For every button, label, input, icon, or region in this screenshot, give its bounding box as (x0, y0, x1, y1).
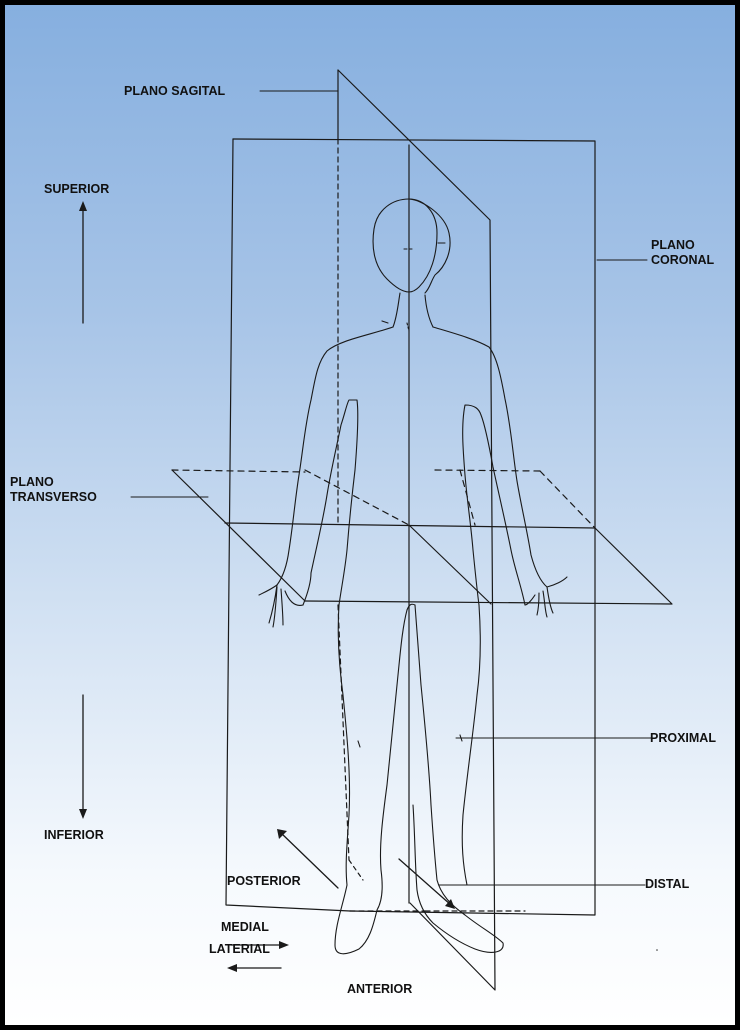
transverse-plane (172, 470, 672, 604)
lateral-arrowhead (227, 964, 237, 972)
human-figure (259, 199, 567, 954)
distal-label: DISTAL (645, 877, 689, 892)
plano-coronal-label: PLANO CORONAL (651, 238, 714, 268)
stray-dot (656, 949, 658, 951)
leader-lines (131, 91, 653, 885)
superior-arrowhead (79, 201, 87, 211)
anterior-label: ANTERIOR (347, 982, 412, 997)
plano-transverso-label-line1: PLANO (10, 475, 97, 490)
proximal-label: PROXIMAL (650, 731, 716, 746)
inferior-arrowhead (79, 809, 87, 819)
plano-transverso-label: PLANO TRANSVERSO (10, 475, 97, 505)
anatomical-planes-diagram (5, 5, 740, 1030)
plano-coronal-label-line1: PLANO (651, 238, 714, 253)
plano-transverso-label-line2: TRANSVERSO (10, 490, 97, 505)
plano-coronal-label-line2: CORONAL (651, 253, 714, 268)
anterior-arrow (399, 859, 451, 905)
plano-sagital-label: PLANO SAGITAL (124, 84, 225, 99)
superior-label: SUPERIOR (44, 182, 109, 197)
medial-label: MEDIAL (221, 920, 269, 935)
lateral-label: LATERIAL (209, 942, 270, 957)
medial-arrowhead (279, 941, 289, 949)
posterior-label: POSTERIOR (227, 874, 301, 889)
inferior-label: INFERIOR (44, 828, 104, 843)
